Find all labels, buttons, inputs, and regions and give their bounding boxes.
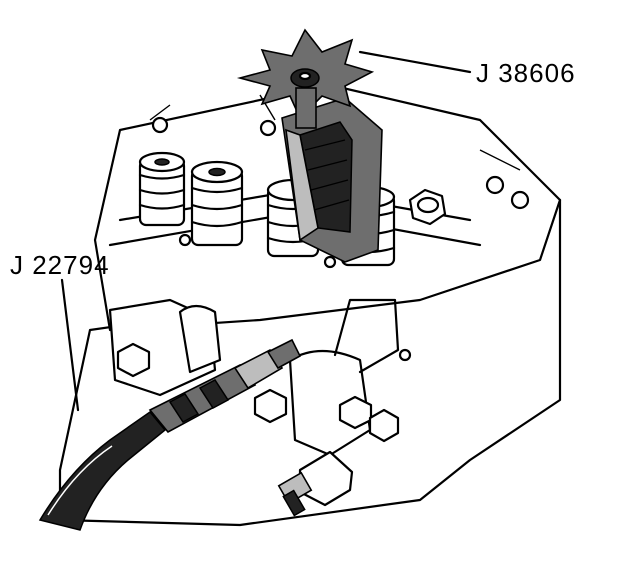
rocker-pedestals (108, 298, 400, 457)
head-bolts (151, 116, 530, 362)
callout-label-j38606: J 38606 (476, 58, 576, 88)
callout-label-j22794: J 22794 (10, 250, 110, 280)
leader-lines (60, 50, 472, 412)
air-adapter-hose (38, 338, 302, 531)
valve-spring-compressor-tool (236, 28, 383, 263)
adapter-fitting (277, 450, 354, 517)
hose-coupling (148, 338, 302, 434)
hex-bolt (408, 188, 447, 226)
